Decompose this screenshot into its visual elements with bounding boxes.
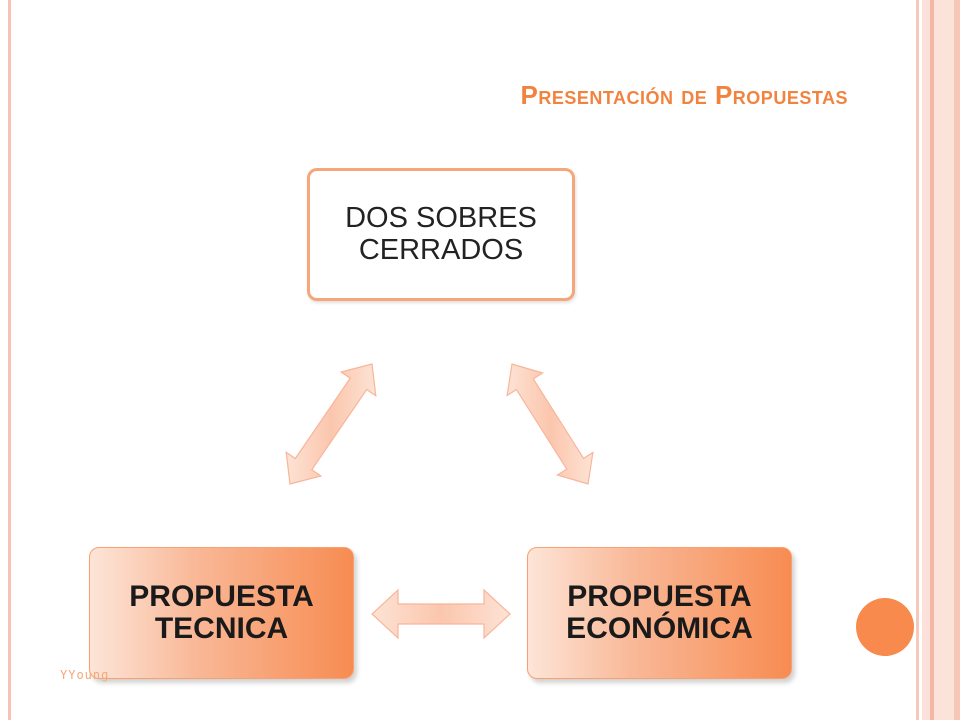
node-label: PROPUESTA TECNICA xyxy=(129,579,314,646)
double-arrow-left-right xyxy=(371,588,511,640)
node-propuesta-economica: PROPUESTA ECONÓMICA xyxy=(527,547,792,679)
left-frame-line xyxy=(8,0,11,720)
node-label-line: ECONÓMICA xyxy=(566,612,753,645)
node-label-line: PROPUESTA xyxy=(129,579,314,613)
node-dos-sobres-cerrados: DOS SOBRES CERRADOS xyxy=(307,168,575,301)
node-propuesta-tecnica: PROPUESTA TECNICA xyxy=(89,547,354,679)
double-arrow-top-right xyxy=(506,363,594,485)
node-label-line: TECNICA xyxy=(154,612,289,645)
node-label: DOS SOBRES CERRADOS xyxy=(345,202,537,266)
right-decor-stripe xyxy=(954,0,960,720)
author-watermark: YYoung xyxy=(60,668,110,682)
right-decor-stripe xyxy=(934,0,954,720)
slide-title: Presentación de Propuestas xyxy=(520,80,848,110)
decorative-circle xyxy=(856,598,914,656)
node-label-line: PROPUESTA xyxy=(567,579,752,613)
node-label-line: CERRADOS xyxy=(358,233,524,266)
node-label-line: DOS SOBRES xyxy=(345,202,537,235)
right-decor-stripe xyxy=(930,0,934,720)
right-decor-stripe xyxy=(922,0,930,720)
node-label: PROPUESTA ECONÓMICA xyxy=(566,579,753,646)
right-decor-stripe xyxy=(916,0,919,720)
double-arrow-top-left xyxy=(285,363,377,485)
